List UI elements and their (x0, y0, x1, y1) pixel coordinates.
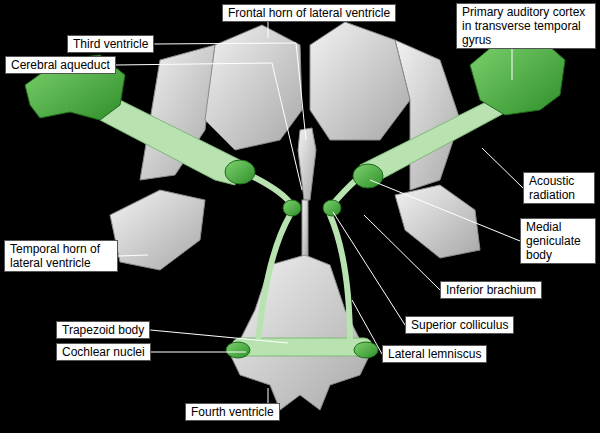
medial-geniculate-left (225, 160, 255, 184)
temporal-horn-right (395, 185, 480, 258)
cochlear-nucleus-right (354, 342, 378, 358)
leader-line (150, 330, 288, 343)
label-box: Primary auditory cortex in transverse te… (456, 3, 596, 49)
label-box: Medial geniculate body (520, 218, 596, 264)
part-label: Superior colliculus (411, 318, 508, 332)
label-box: Inferior brachium (440, 281, 542, 299)
part-label: Inferior brachium (446, 283, 536, 297)
frontal-horn-right (310, 22, 410, 140)
part-label: Third ventricle (73, 37, 148, 51)
label-box: Fourth ventricle (185, 403, 280, 421)
part-label: Primary auditory cortex in transverse te… (462, 5, 585, 47)
part-label: Cochlear nuclei (62, 345, 145, 359)
temporal-horn-left (110, 190, 205, 270)
lateral-ventricle-right (395, 40, 460, 190)
leader-line (370, 180, 520, 241)
part-label: Lateral lemniscus (388, 347, 481, 361)
leader-line (482, 148, 523, 188)
leader-line (268, 22, 269, 38)
inferior-colliculus-left (283, 200, 301, 216)
part-label: Acoustic radiation (529, 174, 575, 202)
leader-line (512, 49, 513, 80)
label-box: Cerebral aqueduct (5, 56, 116, 74)
auditory-cortex-right (470, 38, 565, 115)
part-label: Cerebral aqueduct (11, 58, 110, 72)
label-box: Temporal horn of lateral ventricle (4, 240, 118, 272)
part-label: Fourth ventricle (191, 405, 274, 419)
medial-geniculate-right (353, 164, 383, 188)
cerebral-aqueduct (302, 200, 308, 260)
inferior-brachium-left (252, 176, 292, 205)
cochlear-nucleus-left (226, 342, 250, 358)
label-box: Cochlear nuclei (56, 343, 151, 361)
part-label: Medial geniculate body (526, 220, 581, 262)
leader-line (151, 352, 246, 353)
part-label: Temporal horn of lateral ventricle (10, 242, 100, 270)
label-box: Acoustic radiation (523, 172, 595, 204)
lateral-lemniscus-left (258, 215, 290, 345)
third-ventricle (298, 128, 316, 200)
inferior-colliculus-right (323, 200, 341, 216)
label-box: Third ventricle (67, 35, 154, 53)
label-box: Frontal horn of lateral ventricle (222, 4, 396, 22)
leader-line (154, 43, 306, 140)
leader-line (352, 300, 382, 354)
part-label: Trapezoid body (62, 323, 144, 337)
label-box: Trapezoid body (56, 321, 150, 339)
leader-line (118, 255, 148, 256)
label-box: Superior colliculus (405, 316, 514, 334)
leader-line (116, 63, 302, 190)
leader-line (268, 388, 269, 403)
part-label: Frontal horn of lateral ventricle (228, 6, 390, 20)
leader-line (333, 212, 405, 325)
label-box: Lateral lemniscus (382, 345, 487, 363)
